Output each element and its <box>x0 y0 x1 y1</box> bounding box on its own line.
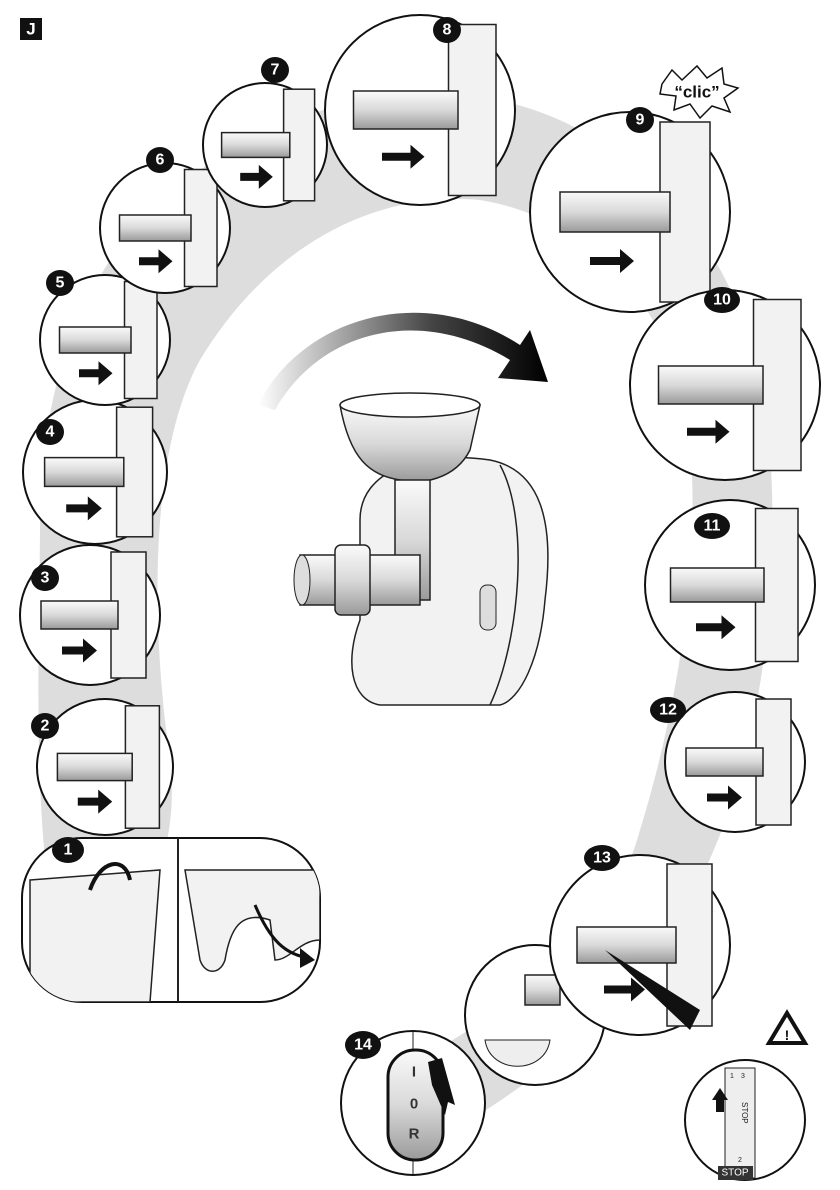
direction-arrow-icon <box>382 144 425 169</box>
svg-text:14: 14 <box>354 1037 372 1054</box>
svg-text:!: ! <box>785 1027 790 1043</box>
step-7-circle <box>202 82 328 208</box>
step-4-badge: 4 <box>36 419 64 445</box>
svg-text:STOP: STOP <box>721 1168 748 1179</box>
step-1-badge: 1 <box>52 837 84 863</box>
step-5-badge: 5 <box>46 270 74 296</box>
svg-text:STOP: STOP <box>740 1102 749 1124</box>
direction-arrow-icon <box>707 785 742 810</box>
step-number: 7 <box>271 62 280 79</box>
step-13-circle <box>549 854 731 1036</box>
direction-arrow-icon <box>590 249 634 273</box>
step-number: 8 <box>443 22 452 39</box>
rotation-arrow-icon <box>258 312 548 410</box>
step-number: 11 <box>704 518 721 535</box>
svg-text:1: 1 <box>64 842 73 859</box>
step-number: 12 <box>659 702 677 719</box>
svg-text:0: 0 <box>410 1096 418 1113</box>
warning-triangle-icon: ! <box>765 1009 809 1045</box>
step-9-badge: 9 <box>626 107 654 133</box>
meat-grinder-machine <box>293 392 549 706</box>
step-8-circle <box>324 14 516 206</box>
step-14-badge: 14 <box>345 1031 381 1059</box>
direction-arrow-icon <box>66 496 102 521</box>
step-12-badge: 12 <box>650 697 686 723</box>
step-7-badge: 7 <box>261 57 289 83</box>
up-arrow-icon <box>712 1088 728 1112</box>
svg-text:1: 1 <box>730 1073 734 1080</box>
direction-arrow-icon <box>240 164 273 189</box>
step-10-circle <box>629 289 821 481</box>
step-number: 5 <box>56 275 65 292</box>
step-5-circle <box>39 274 171 406</box>
step-13-badge: 13 <box>584 845 620 871</box>
step-1-panel: 1 <box>21 837 321 1003</box>
direction-arrow-icon <box>696 615 736 640</box>
step-6-badge: 6 <box>146 147 174 173</box>
step-11-circle <box>644 499 816 671</box>
step-9-circle <box>529 111 731 313</box>
step-13-detail: STOP 1 2 3 STOP ! <box>605 950 809 1181</box>
step-number: 13 <box>593 850 611 867</box>
step-10-badge: 10 <box>704 287 740 313</box>
step-number: 10 <box>713 292 731 309</box>
step-number: 2 <box>41 718 50 735</box>
step-2-badge: 2 <box>31 713 59 739</box>
svg-text:R: R <box>409 1126 420 1143</box>
svg-text:J: J <box>26 20 35 39</box>
step-number: 3 <box>41 570 50 587</box>
clic-sound-burst: “clic” <box>659 64 740 120</box>
step-2-circle <box>36 698 174 836</box>
step-12-circle <box>664 691 806 833</box>
step-number: 9 <box>636 112 645 129</box>
svg-text:I: I <box>412 1064 416 1081</box>
step-14-switch: I 0 R 14 <box>340 1030 486 1176</box>
svg-text:2: 2 <box>738 1157 742 1164</box>
step-number: 6 <box>156 152 165 169</box>
section-letter-badge: J <box>20 18 42 40</box>
step-3-badge: 3 <box>31 565 59 591</box>
svg-text:3: 3 <box>741 1073 745 1080</box>
direction-arrow-icon <box>79 361 113 386</box>
direction-arrow-icon <box>77 789 113 814</box>
step-number: 4 <box>46 424 55 441</box>
svg-text:“clic”: “clic” <box>674 83 719 102</box>
step-8-badge: 8 <box>433 17 461 43</box>
direction-arrow-icon <box>139 249 173 274</box>
step-6-circle <box>99 162 231 294</box>
direction-arrow-icon <box>604 977 645 1002</box>
direction-arrow-icon <box>62 638 97 663</box>
push-arrow-icon <box>428 1058 455 1115</box>
step-11-badge: 11 <box>694 513 730 539</box>
direction-arrow-icon <box>687 419 730 444</box>
